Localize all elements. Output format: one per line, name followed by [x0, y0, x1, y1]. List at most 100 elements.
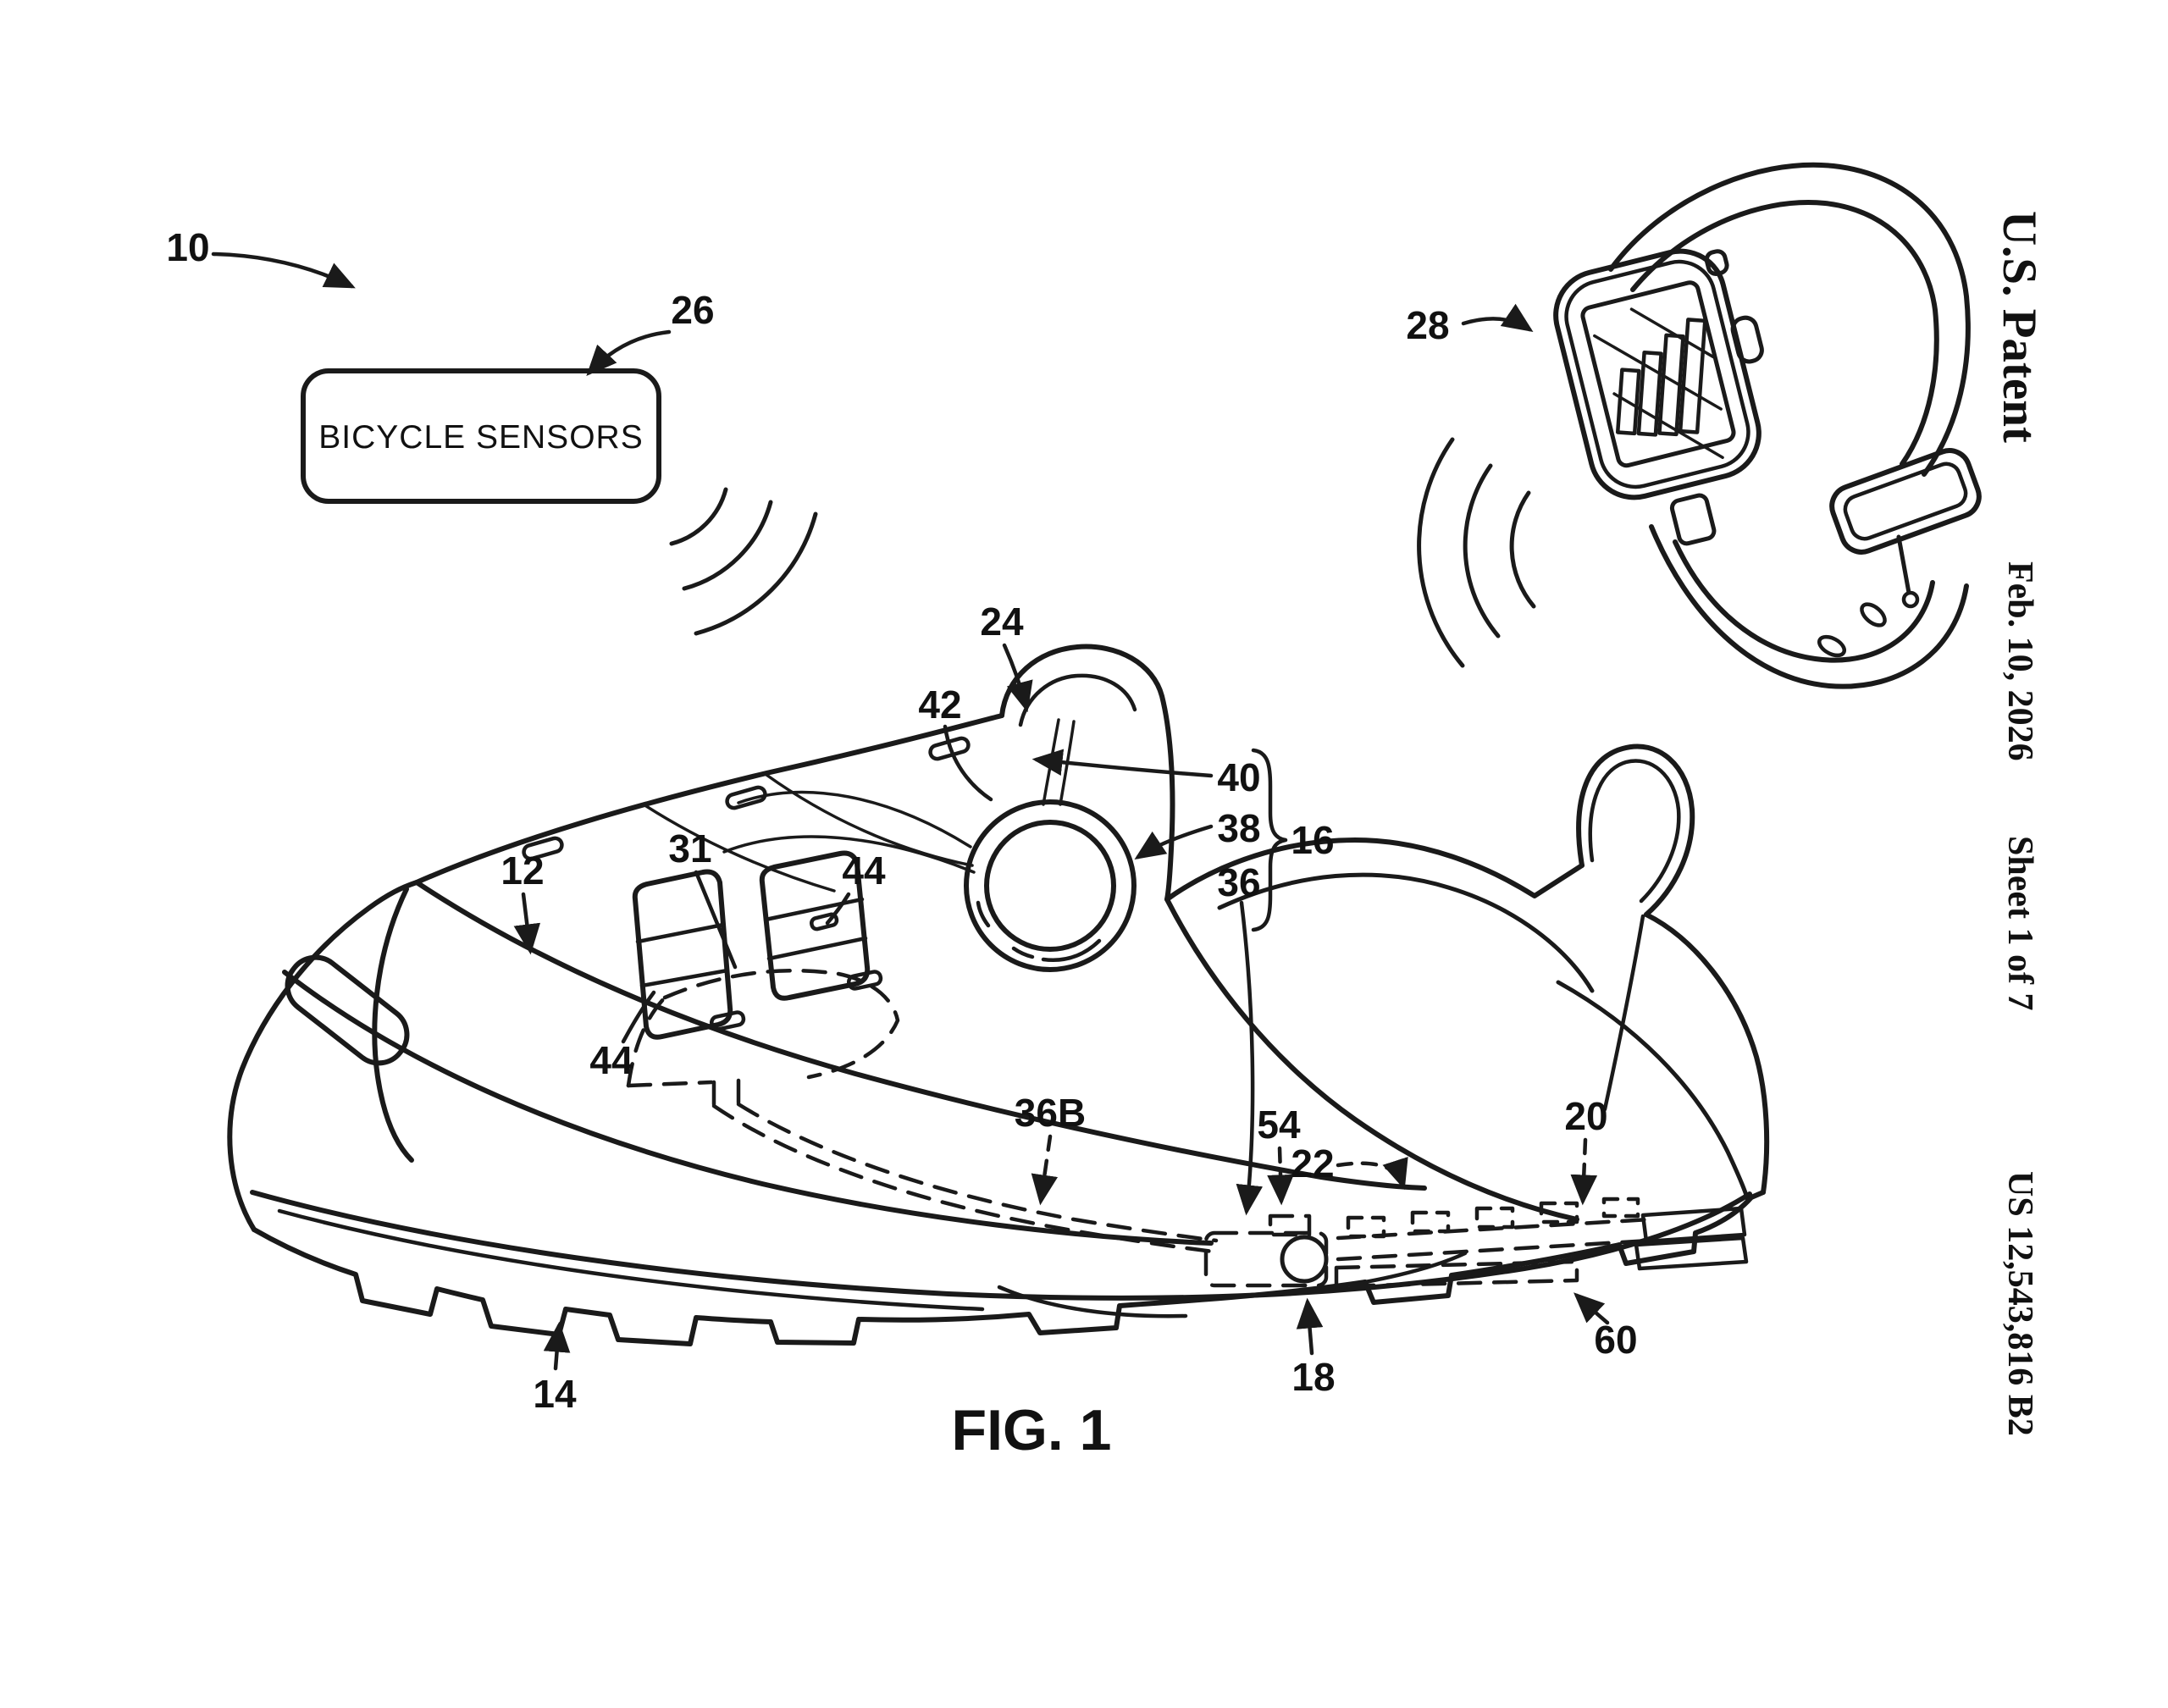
sole-top-seam — [250, 1190, 1752, 1301]
cleat-tooth-dashed — [1474, 1206, 1515, 1230]
cleat-tooth-dashed — [1601, 1197, 1640, 1219]
watch-strap-bottom — [1649, 524, 1969, 689]
watch-buckle-pin-tip — [1901, 590, 1920, 609]
cleat-tooth-dashed — [1346, 1215, 1386, 1239]
ref-label-22: 22 — [1291, 1141, 1334, 1186]
bicycle-sensors-box — [301, 368, 661, 504]
leader-28 — [1461, 303, 1534, 333]
strap-loop — [847, 970, 883, 991]
shoe-tongue — [999, 644, 1175, 902]
sensor-18-circle — [1280, 1235, 1329, 1284]
watch-strap-top-inner — [1630, 200, 1939, 467]
cleat-channel-line — [997, 1285, 1188, 1318]
leader-20 — [1570, 1137, 1598, 1206]
leader-44-upper — [825, 892, 851, 926]
cleat-channel-line — [1363, 1251, 1468, 1285]
leader-31 — [694, 870, 738, 970]
watch-screen-chart-icon — [1593, 307, 1724, 460]
ref-label-36b: 36B — [1015, 1091, 1086, 1135]
leader-42 — [943, 724, 993, 802]
watch-crown — [1730, 315, 1764, 364]
watch-strap-keeper — [1829, 448, 1982, 555]
ref-label-42: 42 — [918, 683, 961, 727]
panel-seam-1 — [414, 880, 1427, 1191]
sensor-cable-dashed — [736, 1102, 1219, 1243]
brace-16 — [1251, 748, 1288, 932]
leader-24 — [1002, 643, 1033, 713]
annotations: 10 26 28 24 42 40 38 36 16 12 31 44 44 3… — [166, 225, 1637, 1462]
ref-label-44-upper: 44 — [842, 848, 886, 893]
internal-harness-dashed — [626, 968, 1219, 1254]
sensor-bump-54-dashed — [1268, 1213, 1312, 1237]
instep-straps — [632, 850, 883, 1040]
box-signal-waves-icon — [669, 487, 818, 636]
watch-strap-bottom-inner — [1673, 539, 1935, 663]
toe-side-pad — [285, 954, 410, 1066]
ref-label-14: 14 — [533, 1372, 577, 1416]
watch-screen — [1580, 280, 1736, 468]
cleat-tooth-dashed — [1410, 1210, 1451, 1234]
leader-54 — [1267, 1146, 1294, 1206]
ref-label-40: 40 — [1217, 755, 1260, 799]
collar-inner-line — [1217, 872, 1595, 993]
smartwatch-group — [1417, 162, 1982, 689]
bicycle-sensors-box-group: BICYCLE SENSORS — [301, 368, 818, 636]
leader-60 — [1573, 1292, 1610, 1325]
ref-label-36: 36 — [1217, 860, 1260, 904]
watch-strap-hole — [1817, 634, 1846, 658]
ref-label-44-lower: 44 — [589, 1038, 633, 1082]
shoe-tongue-inner-line — [1018, 673, 1137, 727]
watch-face — [1553, 248, 1764, 500]
header-sheet: Sheet 1 of 7 — [2000, 836, 2039, 1010]
leader-26 — [586, 329, 672, 376]
heel-seam — [1602, 914, 1645, 1112]
strap-loop — [810, 912, 839, 931]
watch-strap-top — [1608, 162, 1971, 477]
ref-label-31: 31 — [668, 826, 711, 871]
ref-label-10: 10 — [166, 225, 209, 269]
lower-plate-dashed — [1334, 1259, 1579, 1289]
shoe-upper-outline — [227, 713, 1004, 1232]
sole — [250, 1190, 1766, 1346]
figure-caption: FIG. 1 — [952, 1398, 1112, 1462]
cleat-tooth-dashed — [1539, 1201, 1579, 1224]
sole-sensor-modules — [1203, 1197, 1652, 1289]
ref-label-28: 28 — [1406, 303, 1449, 347]
watch-strap-hole — [1860, 602, 1887, 627]
cleat-plate-bottom-dashed — [1336, 1238, 1652, 1262]
leader-36 — [1236, 900, 1264, 1216]
page-header: U.S. Patent Feb. 10, 2026 Sheet 1 of 7 U… — [1993, 211, 2046, 1436]
heel-counter-seam — [1556, 980, 1750, 1203]
leader-38 — [1134, 824, 1214, 860]
ref-label-38: 38 — [1217, 806, 1260, 850]
header-publication-number: US 12,543,816 B2 — [2000, 1171, 2039, 1436]
strap-loop — [710, 1010, 746, 1031]
shoe-drawing — [227, 644, 1770, 1346]
watch-buckle-pin — [1896, 534, 1911, 595]
bicycle-sensors-box-label: BICYCLE SENSORS — [318, 419, 643, 456]
leader-10 — [211, 252, 356, 289]
sensor-cable-dashed — [711, 1103, 1215, 1254]
ref-label-26: 26 — [671, 288, 714, 332]
leader-44-lower — [621, 990, 656, 1044]
heel-pull-loop — [1576, 743, 1695, 917]
ref-label-18: 18 — [1291, 1355, 1335, 1399]
heel-back-outline — [1644, 912, 1770, 1195]
leader-12 — [513, 892, 541, 955]
shoe-collar-topline — [1164, 837, 1585, 902]
heel-step — [1640, 1206, 1747, 1244]
quarter-seam — [1164, 897, 1579, 1222]
leader-18 — [1296, 1297, 1324, 1356]
sole-bottom-lugs — [252, 1190, 1766, 1346]
ref-label-60: 60 — [1594, 1318, 1637, 1362]
leader-14 — [543, 1321, 571, 1371]
heel-step — [1634, 1235, 1749, 1271]
panel-seam-2 — [282, 970, 1214, 1246]
header-date: Feb. 10, 2026 — [2000, 561, 2039, 761]
ref-label-24: 24 — [980, 600, 1024, 644]
ref-label-12: 12 — [501, 848, 544, 893]
watch-signal-waves-icon — [1417, 437, 1536, 668]
ref-label-54: 54 — [1257, 1103, 1301, 1147]
